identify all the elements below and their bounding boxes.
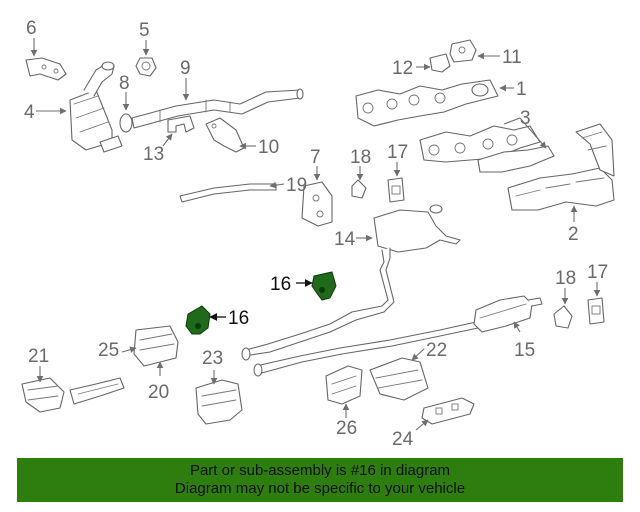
part-16-mount-lower[interactable] [185, 305, 211, 335]
callout-18-lower: 18 [555, 268, 576, 289]
part-5-gasket[interactable] [135, 57, 157, 77]
callout-20: 20 [148, 382, 169, 403]
callout-6: 6 [26, 18, 37, 39]
part-11-bracket[interactable] [449, 39, 477, 63]
part-14-muffler-pipe[interactable] [241, 204, 479, 377]
callout-12: 12 [392, 58, 413, 79]
callout-15: 15 [514, 340, 535, 361]
part-21-heat-shield[interactable] [21, 377, 65, 413]
callout-2: 2 [568, 224, 579, 245]
part-2-manifold-catalyst[interactable] [507, 123, 615, 211]
callout-1: 1 [516, 79, 527, 100]
callout-13: 13 [143, 144, 164, 165]
callout-22: 22 [426, 340, 447, 361]
part-8-clamp[interactable] [119, 113, 133, 133]
part-25-heat-shield[interactable] [133, 325, 179, 367]
exhaust-system-diagram: 6 4 5 8 9 13 10 [21, 18, 615, 450]
callout-4: 4 [24, 102, 35, 123]
callout-23: 23 [202, 348, 223, 369]
part-9-intermediate-pipe[interactable] [131, 88, 304, 129]
part-13-hanger-bracket[interactable] [167, 115, 195, 133]
footer-line-2: Diagram may not be specific to your vehi… [174, 480, 466, 497]
part-15-center-muffler[interactable] [473, 295, 543, 333]
callout-9: 9 [180, 58, 191, 79]
part-18-hanger-upper[interactable] [351, 179, 367, 199]
part-24-bracket-bar[interactable] [421, 397, 475, 425]
callout-17-lower: 17 [587, 262, 608, 283]
part-12-bracket[interactable] [429, 53, 451, 73]
part-22-heat-shield[interactable] [369, 357, 429, 401]
callout-24: 24 [392, 429, 414, 450]
part-17-insulator-upper[interactable] [387, 177, 405, 203]
callout-25: 25 [98, 340, 119, 361]
callout-26: 26 [336, 418, 357, 439]
callout-14: 14 [334, 229, 356, 250]
part-7-mount-bracket[interactable] [301, 181, 333, 227]
callout-5: 5 [139, 20, 150, 41]
part-10-bracket[interactable] [205, 117, 245, 153]
callout-16-upper: 16 [270, 274, 291, 295]
callout-19: 19 [286, 175, 307, 196]
callout-11: 11 [502, 47, 522, 68]
part-17-insulator-lower[interactable] [587, 297, 605, 325]
part-16-mount-upper[interactable] [311, 271, 337, 301]
part-18-hanger-lower[interactable] [553, 305, 573, 329]
part-26-heat-shield[interactable] [325, 365, 363, 405]
footer-line-1: Part or sub-assembly is #16 in diagram [189, 462, 451, 479]
footer-banner: Part or sub-assembly is #16 in diagram D… [17, 458, 623, 502]
part-25-shield-strip[interactable] [69, 377, 125, 405]
part-6-bracket[interactable] [25, 57, 67, 81]
part-4-catalytic-converter[interactable] [69, 61, 123, 153]
callout-3: 3 [520, 108, 531, 129]
callout-8: 8 [119, 73, 130, 94]
callout-17-upper: 17 [387, 142, 408, 163]
part-19-heat-shield-strip[interactable] [179, 183, 277, 203]
part-23-heat-shield[interactable] [195, 379, 243, 425]
callout-7: 7 [310, 147, 321, 168]
callout-21: 21 [28, 346, 49, 367]
part-3-exhaust-manifold[interactable] [419, 125, 555, 173]
part-1-exhaust-manifold[interactable] [355, 79, 499, 127]
callout-10: 10 [258, 137, 279, 158]
callout-18-upper: 18 [350, 147, 371, 168]
callout-16-lower: 16 [228, 308, 249, 329]
